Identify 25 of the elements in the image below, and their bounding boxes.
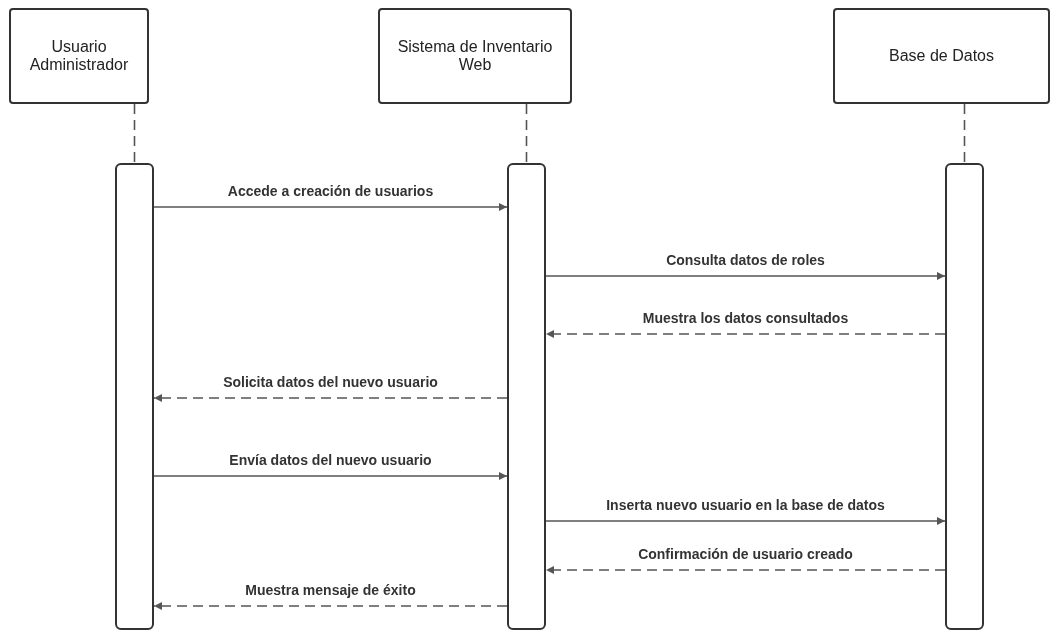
participant-box: Usuario Administrador (9, 8, 149, 104)
lifeline (133, 103, 136, 164)
message-arrow (153, 472, 508, 480)
edge-label: Confirmación de usuario creado (636, 546, 855, 562)
edge-label: Envía datos del nuevo usuario (227, 452, 434, 468)
edge-label: Accede a creación de usuarios (225, 183, 436, 199)
edge-label: Inserta nuevo usuario en la base de datos (604, 497, 887, 513)
activation-bar (115, 163, 154, 630)
edge-label: Muestra los datos consultados (640, 310, 851, 326)
lifeline (525, 103, 528, 164)
message-arrow (545, 330, 946, 338)
message-arrow (545, 272, 946, 280)
edge-label: Consulta datos de roles (664, 252, 827, 268)
activation-bar (945, 163, 984, 630)
edge-label: Muestra mensaje de éxito (243, 582, 418, 598)
message-arrow (153, 394, 508, 402)
message-arrow (545, 517, 946, 525)
activation-bar (507, 163, 546, 630)
message-arrow (545, 566, 946, 574)
participant-box: Base de Datos (833, 8, 1050, 104)
lifeline (963, 103, 966, 164)
edge-label: Solicita datos del nuevo usuario (221, 374, 440, 390)
participant-box: Sistema de Inventario Web (378, 8, 572, 104)
message-arrow (153, 203, 508, 211)
message-arrow (153, 602, 508, 610)
